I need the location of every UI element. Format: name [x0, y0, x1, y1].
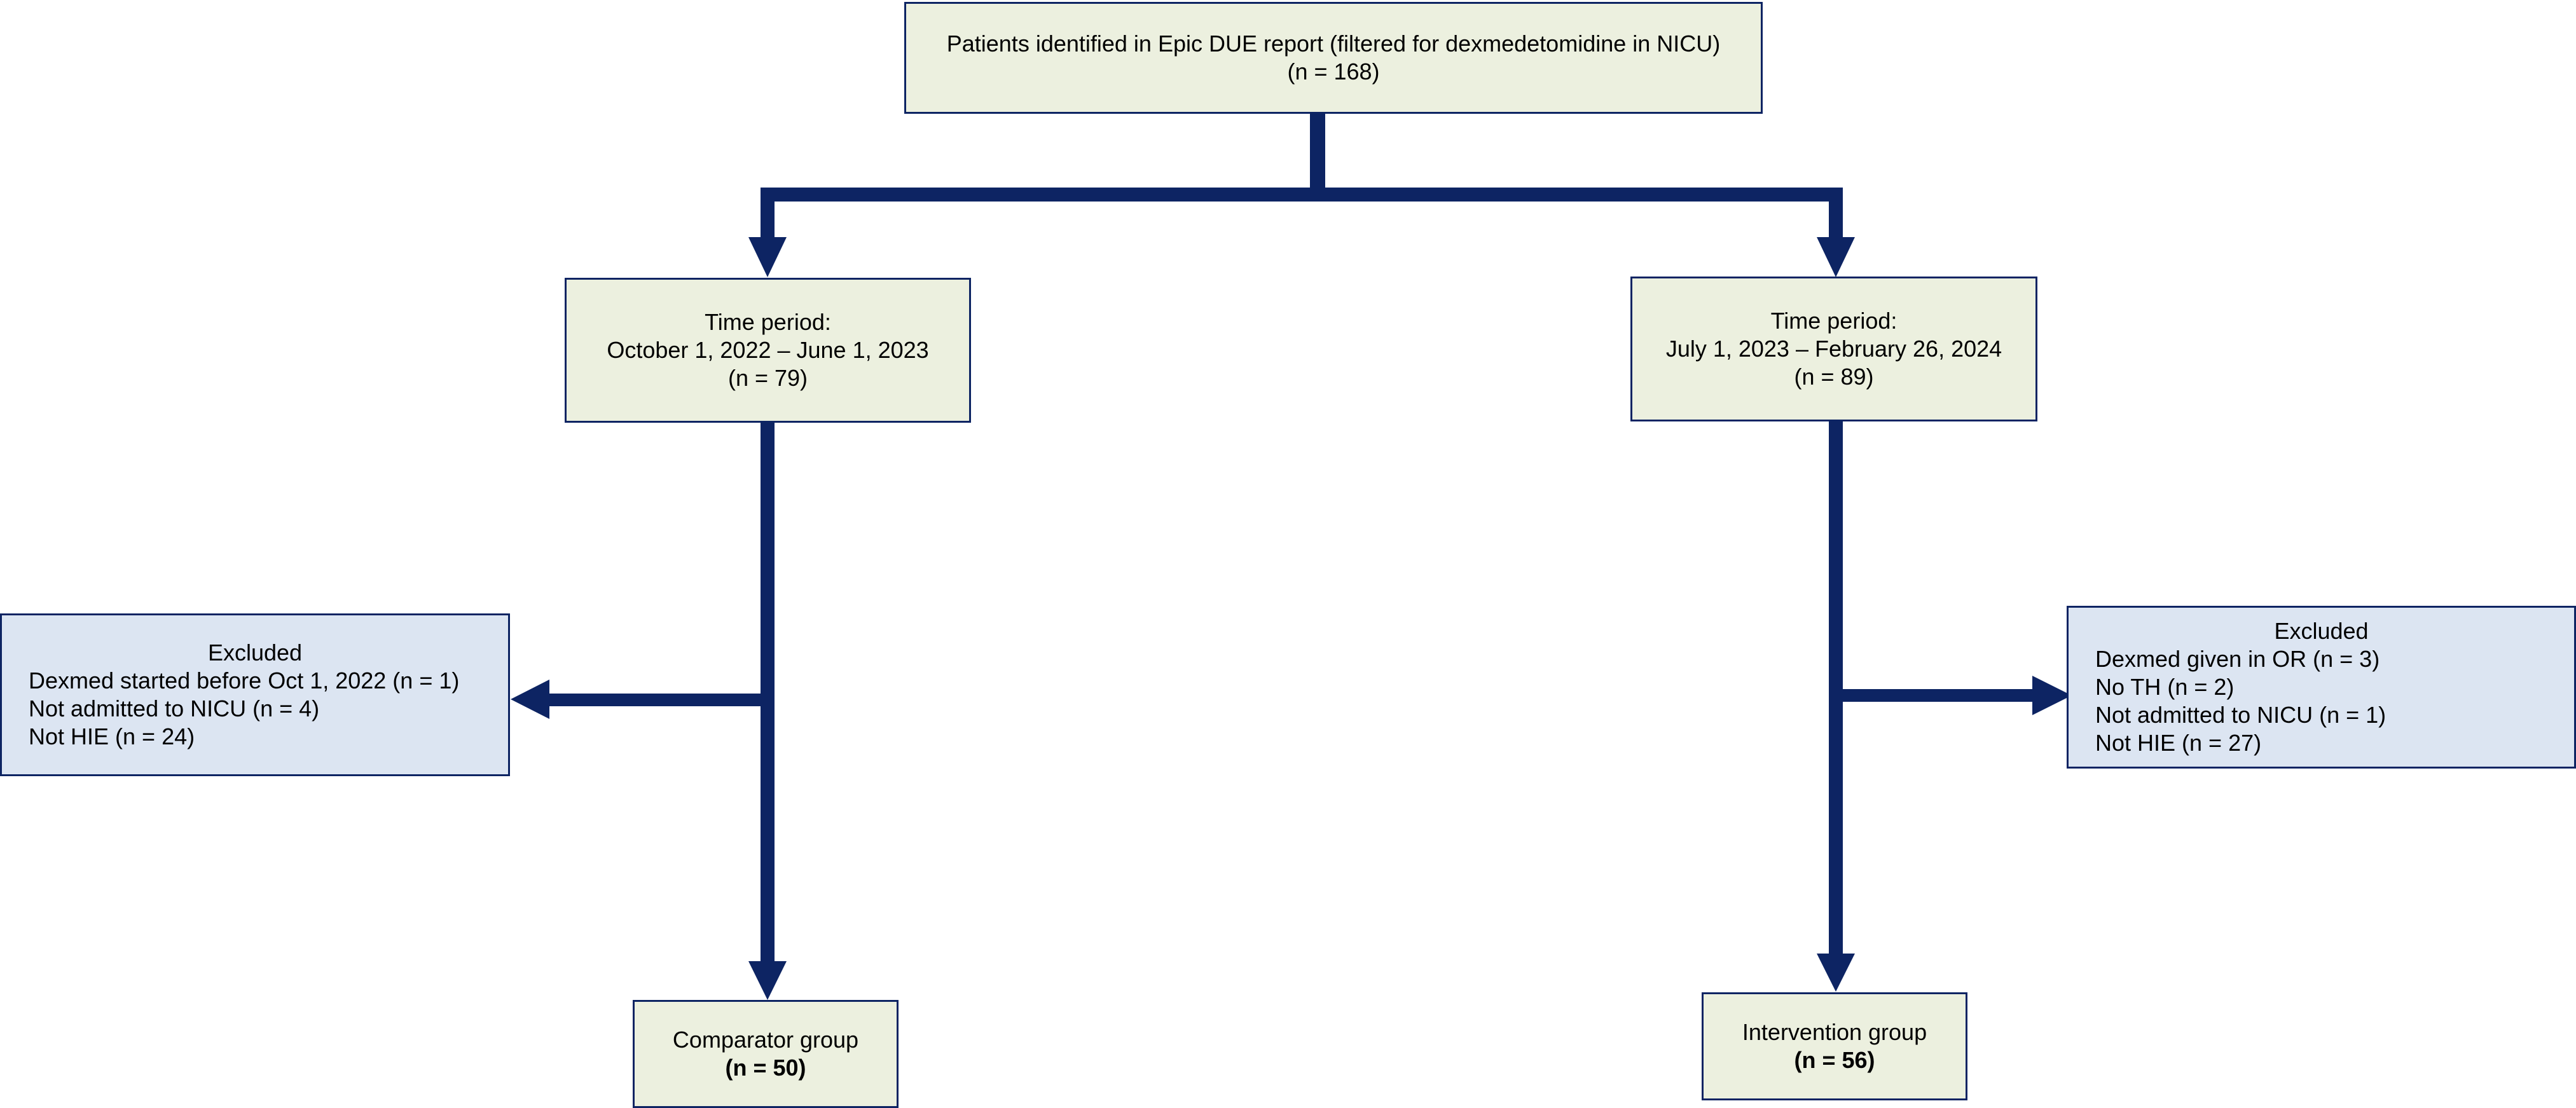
left-excluded-title: Excluded	[207, 639, 303, 666]
left-excluded-item: Not HIE (n = 24)	[29, 723, 195, 749]
left-period-heading: Time period:	[705, 309, 831, 335]
right-period-heading: Time period:	[1770, 308, 1898, 334]
right-time-period-box: Time period: July 1, 2023 – February 26,…	[1630, 277, 2037, 421]
trunk-connector	[1310, 113, 1325, 195]
left-excluded-arrowhead	[511, 680, 549, 719]
right-excluded-item: Dexmed given in OR (n = 3)	[2095, 646, 2380, 672]
left-period-count: (n = 79)	[727, 365, 808, 391]
right-excluded-connector	[1842, 689, 2034, 702]
right-excluded-arrowhead	[2032, 676, 2072, 715]
left-drop-connector	[761, 188, 775, 238]
intervention-arrowhead	[1817, 954, 1855, 992]
left-excluded-connector	[547, 694, 762, 706]
right-main-connector	[1829, 421, 1843, 955]
left-excluded-box: Excluded Dexmed started before Oct 1, 20…	[0, 613, 510, 776]
left-excluded-item: Not admitted to NICU (n = 4)	[29, 695, 320, 722]
right-excluded-item: Not HIE (n = 27)	[2095, 730, 2262, 756]
right-period-arrowhead	[1817, 237, 1855, 277]
source-patients-text: Patients identified in Epic DUE report (…	[946, 31, 1721, 57]
right-excluded-title: Excluded	[2274, 618, 2369, 644]
right-excluded-item: Not admitted to NICU (n = 1)	[2095, 702, 2387, 728]
comparator-group-box: Comparator group (n = 50)	[633, 1000, 899, 1108]
left-excluded-item: Dexmed started before Oct 1, 2022 (n = 1…	[29, 667, 460, 694]
right-period-dates: July 1, 2023 – February 26, 2024	[1665, 336, 2002, 362]
left-time-period-box: Time period: October 1, 2022 – June 1, 2…	[565, 278, 971, 423]
left-period-dates: October 1, 2022 – June 1, 2023	[607, 337, 929, 363]
intervention-group-label: Intervention group	[1742, 1019, 1927, 1045]
comparator-group-count: (n = 50)	[725, 1055, 806, 1081]
right-period-count: (n = 89)	[1794, 364, 1874, 390]
right-drop-connector	[1829, 188, 1843, 238]
source-patients-count: (n = 168)	[1287, 58, 1380, 85]
right-excluded-item: No TH (n = 2)	[2095, 674, 2235, 700]
split-connector	[761, 188, 1843, 202]
source-patients-box: Patients identified in Epic DUE report (…	[904, 2, 1763, 114]
left-period-arrowhead	[748, 237, 787, 277]
left-main-connector	[761, 421, 775, 963]
comparator-group-label: Comparator group	[672, 1027, 859, 1053]
comparator-arrowhead	[748, 961, 787, 1000]
intervention-group-box: Intervention group (n = 56)	[1702, 992, 1967, 1100]
intervention-group-count: (n = 56)	[1794, 1047, 1875, 1073]
right-excluded-box: Excluded Dexmed given in OR (n = 3) No T…	[2067, 606, 2576, 769]
